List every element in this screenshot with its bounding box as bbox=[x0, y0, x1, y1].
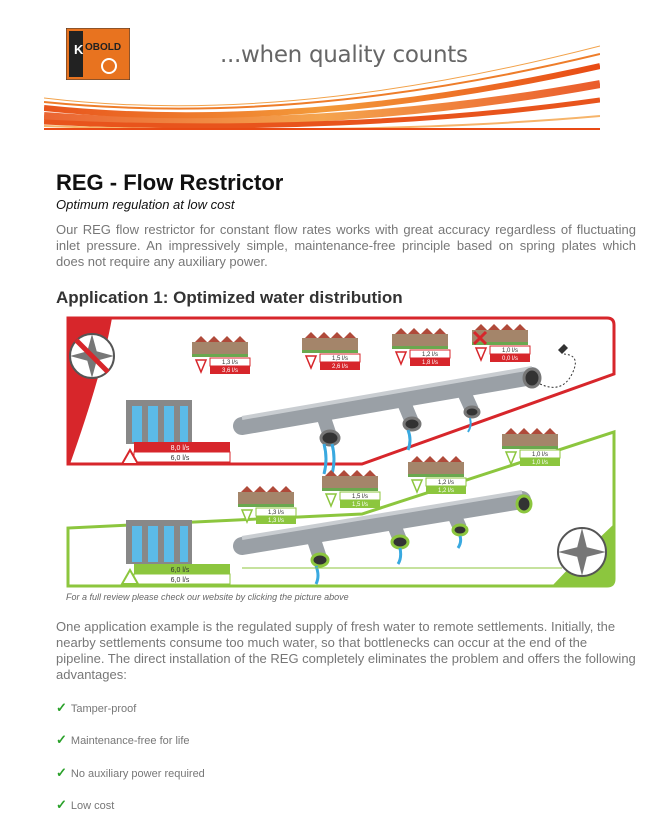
settlement-demand: 1,2 l/s bbox=[422, 352, 438, 358]
settlement-demand: 1,5 l/s bbox=[352, 494, 368, 500]
settlement-demand: 1,0 l/s bbox=[532, 452, 548, 458]
advantage-label: Tamper-proof bbox=[70, 703, 137, 715]
page-title: REG - Flow Restrictor bbox=[56, 170, 284, 195]
check-icon: ✓ bbox=[56, 797, 67, 812]
advantage-label: Low cost bbox=[70, 800, 115, 812]
settlement-supply: 1,2 l/s bbox=[438, 488, 454, 494]
bottom-source-flow-in: 6,0 l/s bbox=[171, 567, 190, 574]
check-icon: ✓ bbox=[56, 732, 67, 747]
settlement-demand: 1,3 l/s bbox=[268, 510, 284, 516]
water-distribution-diagram[interactable]: 8,0 l/s 6,0 l/s 6,0 l/s 6,0 l/s 1,3 l/s 3… bbox=[62, 314, 620, 590]
page-subtitle: Optimum regulation at low cost bbox=[56, 197, 235, 212]
bottom-settlement: 1,0 l/s 1,0 l/s bbox=[502, 428, 561, 466]
check-icon: ✓ bbox=[56, 765, 67, 780]
bottom-settlement: 1,3 l/s 1,3 l/s bbox=[238, 486, 297, 524]
advantage-label: Maintenance-free for life bbox=[70, 735, 190, 747]
settlement-supply: 1,5 l/s bbox=[352, 502, 368, 508]
svg-text:OBOLD: OBOLD bbox=[85, 42, 121, 53]
top-source-flow-out: 6,0 l/s bbox=[171, 455, 190, 462]
advantage-item: ✓Low cost bbox=[56, 797, 114, 813]
check-icon: ✓ bbox=[56, 700, 67, 715]
svg-text:K: K bbox=[74, 42, 84, 57]
bottom-settlement: 1,2 l/s 1,2 l/s bbox=[408, 456, 467, 494]
advantage-item: ✓Tamper-proof bbox=[56, 700, 136, 716]
bottom-pipeline bbox=[233, 490, 562, 585]
settlement-supply: 1,0 l/s bbox=[532, 460, 548, 466]
settlement-labels: 1,3 l/s 3,6 l/s 1,5 l/s 2,6 l/s 1,2 l/s 1,8 l… bbox=[192, 324, 561, 524]
diagram-caption[interactable]: For a full review please check our websi… bbox=[66, 592, 349, 602]
bottom-source-flow-out: 6,0 l/s bbox=[171, 577, 190, 584]
settlement-demand: 1,2 l/s bbox=[438, 480, 454, 486]
body-paragraph: One application example is the regulated… bbox=[56, 619, 636, 682]
section-title: Application 1: Optimized water distribut… bbox=[56, 288, 403, 307]
top-settlement: 1,3 l/s 3,6 l/s bbox=[192, 336, 251, 374]
top-pipeline bbox=[233, 344, 576, 475]
bottom-settlement: 1,5 l/s 1,5 l/s bbox=[322, 470, 381, 508]
orange-swoosh-banner bbox=[44, 45, 600, 130]
intro-paragraph: Our REG flow restrictor for constant flo… bbox=[56, 222, 636, 269]
top-settlement: 1,2 l/s 1,8 l/s bbox=[392, 328, 451, 366]
bottom-water-source: 6,0 l/s 6,0 l/s bbox=[120, 520, 231, 585]
settlement-supply: 0,0 l/s bbox=[502, 356, 518, 362]
settlement-demand: 1,0 l/s bbox=[502, 348, 518, 354]
advantage-label: No auxiliary power required bbox=[70, 768, 205, 780]
top-settlement: 1,5 l/s 2,6 l/s bbox=[302, 332, 361, 370]
page-header: K OBOLD ...when quality counts bbox=[44, 28, 600, 130]
kobold-logo: K OBOLD bbox=[66, 28, 130, 80]
advantage-item: ✓No auxiliary power required bbox=[56, 765, 205, 781]
top-settlement: 1,0 l/s 0,0 l/s bbox=[472, 324, 531, 362]
settlement-supply: 1,8 l/s bbox=[422, 360, 438, 366]
settlement-demand: 1,3 l/s bbox=[222, 360, 238, 366]
settlement-supply: 2,6 l/s bbox=[332, 364, 348, 370]
top-source-flow-in: 8,0 l/s bbox=[171, 445, 190, 452]
settlement-demand: 1,5 l/s bbox=[332, 356, 348, 362]
top-water-source: 8,0 l/s 6,0 l/s bbox=[120, 400, 231, 465]
settlement-supply: 1,3 l/s bbox=[268, 518, 284, 524]
settlement-supply: 3,6 l/s bbox=[222, 368, 238, 374]
tagline: ...when quality counts bbox=[220, 42, 468, 68]
advantage-item: ✓Maintenance-free for life bbox=[56, 732, 190, 748]
